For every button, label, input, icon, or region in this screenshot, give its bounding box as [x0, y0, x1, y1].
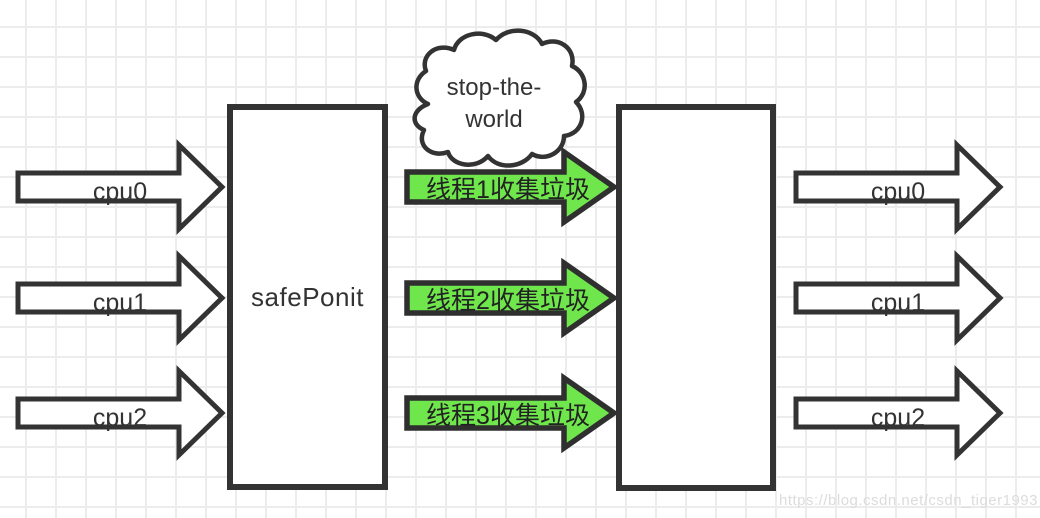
cpu-out-arrow-label: cpu0: [871, 178, 925, 206]
cpu-in-arrow-shape: [15, 365, 226, 461]
cloud-text-line1: stop-the-: [447, 74, 542, 101]
gc-thread-arrow-shape: [404, 372, 619, 454]
cpu-out-arrow-2: cpu2: [793, 365, 1004, 461]
cpu-in-arrow-shape: [15, 250, 226, 346]
cpu-in-arrow-0: cpu0: [15, 139, 226, 235]
cloud-shape: [412, 28, 587, 168]
cpu-out-arrow-shape: [793, 365, 1004, 461]
cpu-out-arrow-shape: [793, 139, 1004, 235]
cpu-out-arrow-0: cpu0: [793, 139, 1004, 235]
cpu-in-arrow-2: cpu2: [15, 365, 226, 461]
cpu-in-arrow-label: cpu1: [93, 289, 147, 317]
gc-thread-arrow-shape: [404, 146, 619, 228]
safepoint-box-label: safePonit: [251, 281, 364, 312]
gc-thread-arrow-label: 线程1收集垃圾: [426, 176, 590, 204]
gc-thread-arrow-shape: [404, 257, 619, 339]
cpu-in-arrow-1: cpu1: [15, 250, 226, 346]
cpu-in-arrow-shape: [15, 139, 226, 235]
safepoint-box: safePonit: [227, 104, 388, 490]
gc-thread-arrow-label: 线程3收集垃圾: [426, 402, 590, 430]
cpu-out-arrow-label: cpu2: [871, 404, 925, 432]
watermark-url: https://blog.csdn.net/csdn_tiger1993: [779, 492, 1038, 509]
gc-thread-arrow-0: 线程1收集垃圾: [404, 146, 619, 228]
cloud-text-line2: world: [464, 106, 522, 133]
gc-box: [616, 104, 776, 491]
cpu-in-arrow-label: cpu2: [93, 404, 147, 432]
gc-thread-arrow-label: 线程2收集垃圾: [426, 287, 590, 315]
cpu-out-arrow-shape: [793, 250, 1004, 346]
cpu-out-arrow-1: cpu1: [793, 250, 1004, 346]
gc-thread-arrow-2: 线程3收集垃圾: [404, 372, 619, 454]
cpu-out-arrow-label: cpu1: [871, 289, 925, 317]
gc-thread-arrow-1: 线程2收集垃圾: [404, 257, 619, 339]
cpu-in-arrow-label: cpu0: [93, 178, 147, 206]
stop-the-world-cloud: stop-the- world: [412, 28, 587, 168]
